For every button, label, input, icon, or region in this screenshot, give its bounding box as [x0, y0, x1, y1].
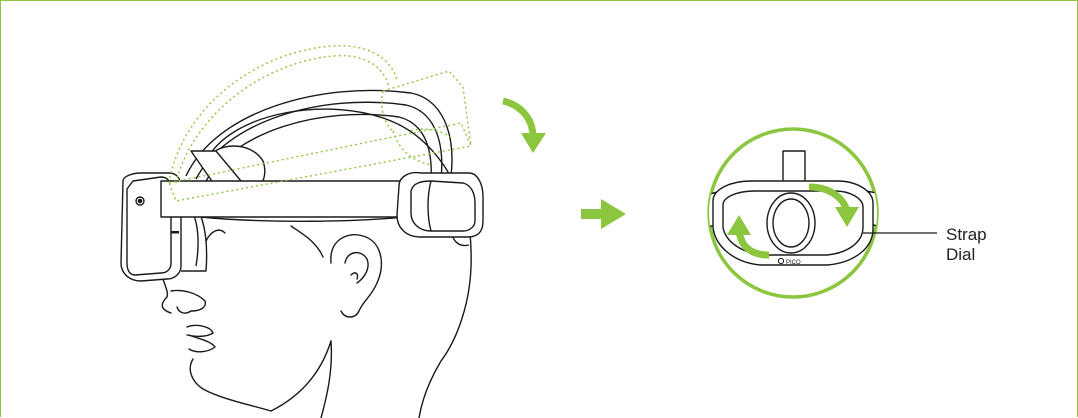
dial-logo-text: PICO: [786, 260, 801, 266]
strap-dial-label: Strap Dial: [946, 225, 987, 265]
strap-dial-label-line2: Dial: [946, 245, 987, 265]
strap-dial-label-line1: Strap: [946, 225, 987, 245]
strap-dial-detail: PICO: [701, 129, 891, 297]
next-step-arrow-icon: [581, 199, 626, 229]
vr-headset: [121, 90, 483, 281]
rotate-strap-arrow-icon: [503, 101, 546, 153]
